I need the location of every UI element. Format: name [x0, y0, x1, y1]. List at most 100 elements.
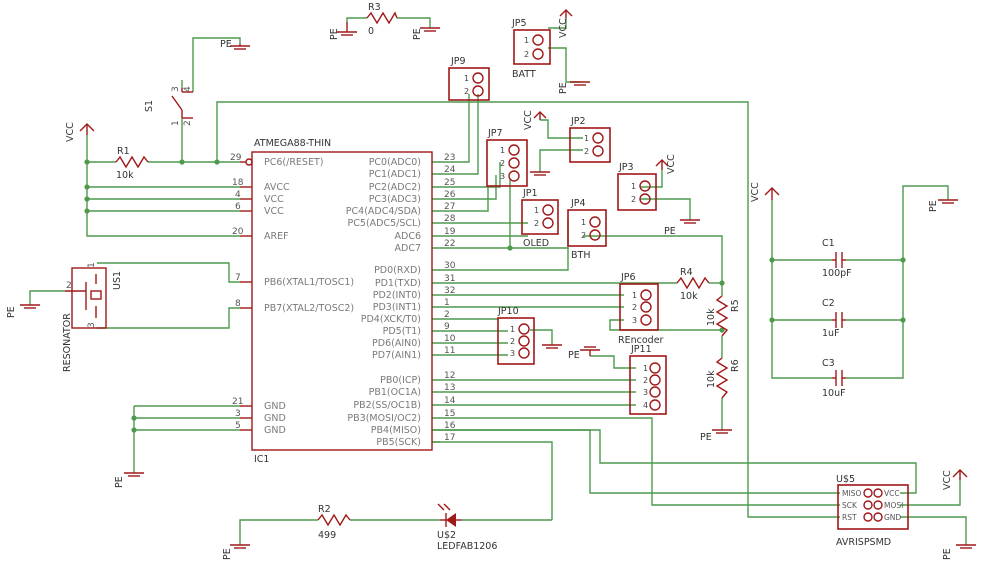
svg-text:PD1(TXD): PD1(TXD)	[375, 278, 421, 289]
svg-text:PD7(AIN1): PD7(AIN1)	[372, 350, 421, 361]
svg-text:PE: PE	[222, 548, 233, 560]
svg-text:31: 31	[444, 274, 455, 284]
svg-text:BATT: BATT	[512, 69, 536, 80]
svg-text:21: 21	[232, 397, 243, 407]
svg-text:GND: GND	[264, 401, 286, 412]
svg-text:AVRISPSMD: AVRISPSMD	[836, 537, 891, 548]
svg-text:10k: 10k	[706, 370, 717, 388]
jp2: 1 2 JP2	[569, 116, 611, 163]
svg-text:VCC: VCC	[750, 182, 761, 202]
svg-text:PD2(INT0): PD2(INT0)	[373, 290, 421, 301]
svg-text:2: 2	[464, 87, 469, 96]
svg-text:GND: GND	[884, 513, 901, 522]
junction-dots	[84, 159, 906, 433]
svg-text:PE: PE	[558, 82, 569, 94]
ic1-name: ATMEGA88-THIN	[254, 138, 331, 149]
svg-text:PB5(SCK): PB5(SCK)	[376, 437, 421, 448]
svg-text:32: 32	[444, 286, 455, 296]
svg-text:MOSI: MOSI	[884, 501, 903, 510]
svg-text:100pF: 100pF	[822, 268, 852, 279]
svg-text:1: 1	[500, 146, 505, 155]
svg-text:1: 1	[444, 298, 450, 308]
svg-text:12: 12	[444, 371, 455, 381]
svg-text:PE: PE	[568, 350, 580, 361]
svg-text:PE: PE	[664, 226, 676, 237]
svg-text:3: 3	[500, 172, 505, 181]
wires	[29, 17, 967, 545]
svg-text:VCC: VCC	[884, 489, 900, 498]
svg-text:1: 1	[643, 364, 648, 373]
svg-text:2: 2	[534, 219, 539, 228]
jp7: 1 2 3 JP7	[486, 128, 528, 187]
resistor-r3: R3 0	[366, 2, 398, 37]
svg-text:PD3(INT1): PD3(INT1)	[373, 302, 421, 313]
svg-text:PB6(XTAL1/TOSC1): PB6(XTAL1/TOSC1)	[264, 277, 354, 288]
jp10: 1 2 3 JP10	[497, 306, 535, 365]
svg-text:ADC7: ADC7	[395, 243, 422, 254]
svg-text:PB2(SS/OC1B): PB2(SS/OC1B)	[353, 400, 421, 411]
svg-text:U$2: U$2	[437, 530, 456, 541]
svg-text:1: 1	[87, 262, 97, 268]
svg-text:1: 1	[534, 206, 539, 215]
svg-text:R5: R5	[730, 299, 741, 312]
svg-text:PC6(/RESET): PC6(/RESET)	[264, 157, 323, 168]
jp4-bth: 1 2 JP4 BTH	[567, 198, 607, 261]
svg-text:9: 9	[444, 322, 450, 332]
svg-text:RST: RST	[842, 513, 857, 522]
svg-text:RESONATOR: RESONATOR	[62, 313, 73, 372]
svg-text:JP3: JP3	[618, 162, 634, 173]
svg-text:2: 2	[500, 159, 505, 168]
svg-text:OLED: OLED	[523, 238, 549, 249]
svg-text:6: 6	[235, 202, 241, 212]
svg-text:2: 2	[524, 50, 529, 59]
capacitor-c2: C2 1uF	[822, 298, 846, 339]
svg-text:PC4(ADC4/SDA): PC4(ADC4/SDA)	[346, 206, 421, 217]
svg-text:3: 3	[643, 388, 648, 397]
svg-text:29: 29	[230, 153, 242, 163]
jp11: 1 2 3 4 JP11	[629, 344, 667, 415]
svg-text:4: 4	[235, 190, 241, 200]
svg-text:8: 8	[235, 299, 241, 309]
svg-text:R4: R4	[680, 267, 693, 278]
svg-text:JP6: JP6	[620, 272, 636, 283]
svg-text:PB0(ICP): PB0(ICP)	[380, 375, 421, 386]
svg-text:1: 1	[464, 74, 469, 83]
svg-text:S1: S1	[144, 100, 155, 112]
svg-text:R2: R2	[318, 504, 331, 515]
svg-text:PC2(ADC2): PC2(ADC2)	[369, 182, 421, 193]
svg-text:AVCC: AVCC	[264, 182, 290, 193]
svg-text:10k: 10k	[680, 291, 698, 302]
svg-text:R6: R6	[730, 359, 741, 372]
capacitor-c3: C3 10uF	[822, 358, 846, 399]
svg-text:2: 2	[510, 337, 515, 346]
svg-text:C3: C3	[822, 358, 835, 369]
svg-text:PE: PE	[412, 28, 423, 40]
svg-text:2: 2	[183, 120, 193, 126]
svg-text:PE: PE	[942, 548, 953, 560]
svg-text:PE: PE	[6, 306, 17, 318]
svg-text:ADC6: ADC6	[395, 231, 422, 242]
pe-symbols: PE PE PE PE PE PE PE PE PE PE PE PE	[6, 22, 976, 560]
svg-text:1: 1	[510, 325, 515, 334]
svg-text:R3: R3	[368, 2, 381, 13]
svg-text:1: 1	[524, 36, 529, 45]
led-us2: U$2 LEDFAB1206	[437, 503, 497, 552]
svg-text:VCC: VCC	[523, 110, 534, 130]
svg-text:PD4(XCK/T0): PD4(XCK/T0)	[361, 314, 421, 325]
svg-text:1: 1	[631, 182, 636, 191]
svg-text:15: 15	[444, 409, 455, 419]
svg-text:C1: C1	[822, 238, 835, 249]
jp9: 1 2 JP9	[448, 56, 490, 101]
svg-text:PE: PE	[928, 200, 939, 212]
svg-text:PB3(MOSI/OC2): PB3(MOSI/OC2)	[347, 413, 421, 424]
jp1-oled: 1 2 JP1 OLED	[521, 188, 559, 249]
svg-text:2: 2	[581, 231, 586, 240]
svg-text:10k: 10k	[706, 308, 717, 326]
svg-text:2: 2	[632, 303, 637, 312]
resistor-r5: 10k R5	[706, 295, 741, 337]
jp3: 1 2 JP3	[617, 162, 657, 211]
svg-text:JP11: JP11	[630, 344, 652, 355]
svg-text:25: 25	[444, 178, 455, 188]
svg-text:3: 3	[632, 316, 637, 325]
